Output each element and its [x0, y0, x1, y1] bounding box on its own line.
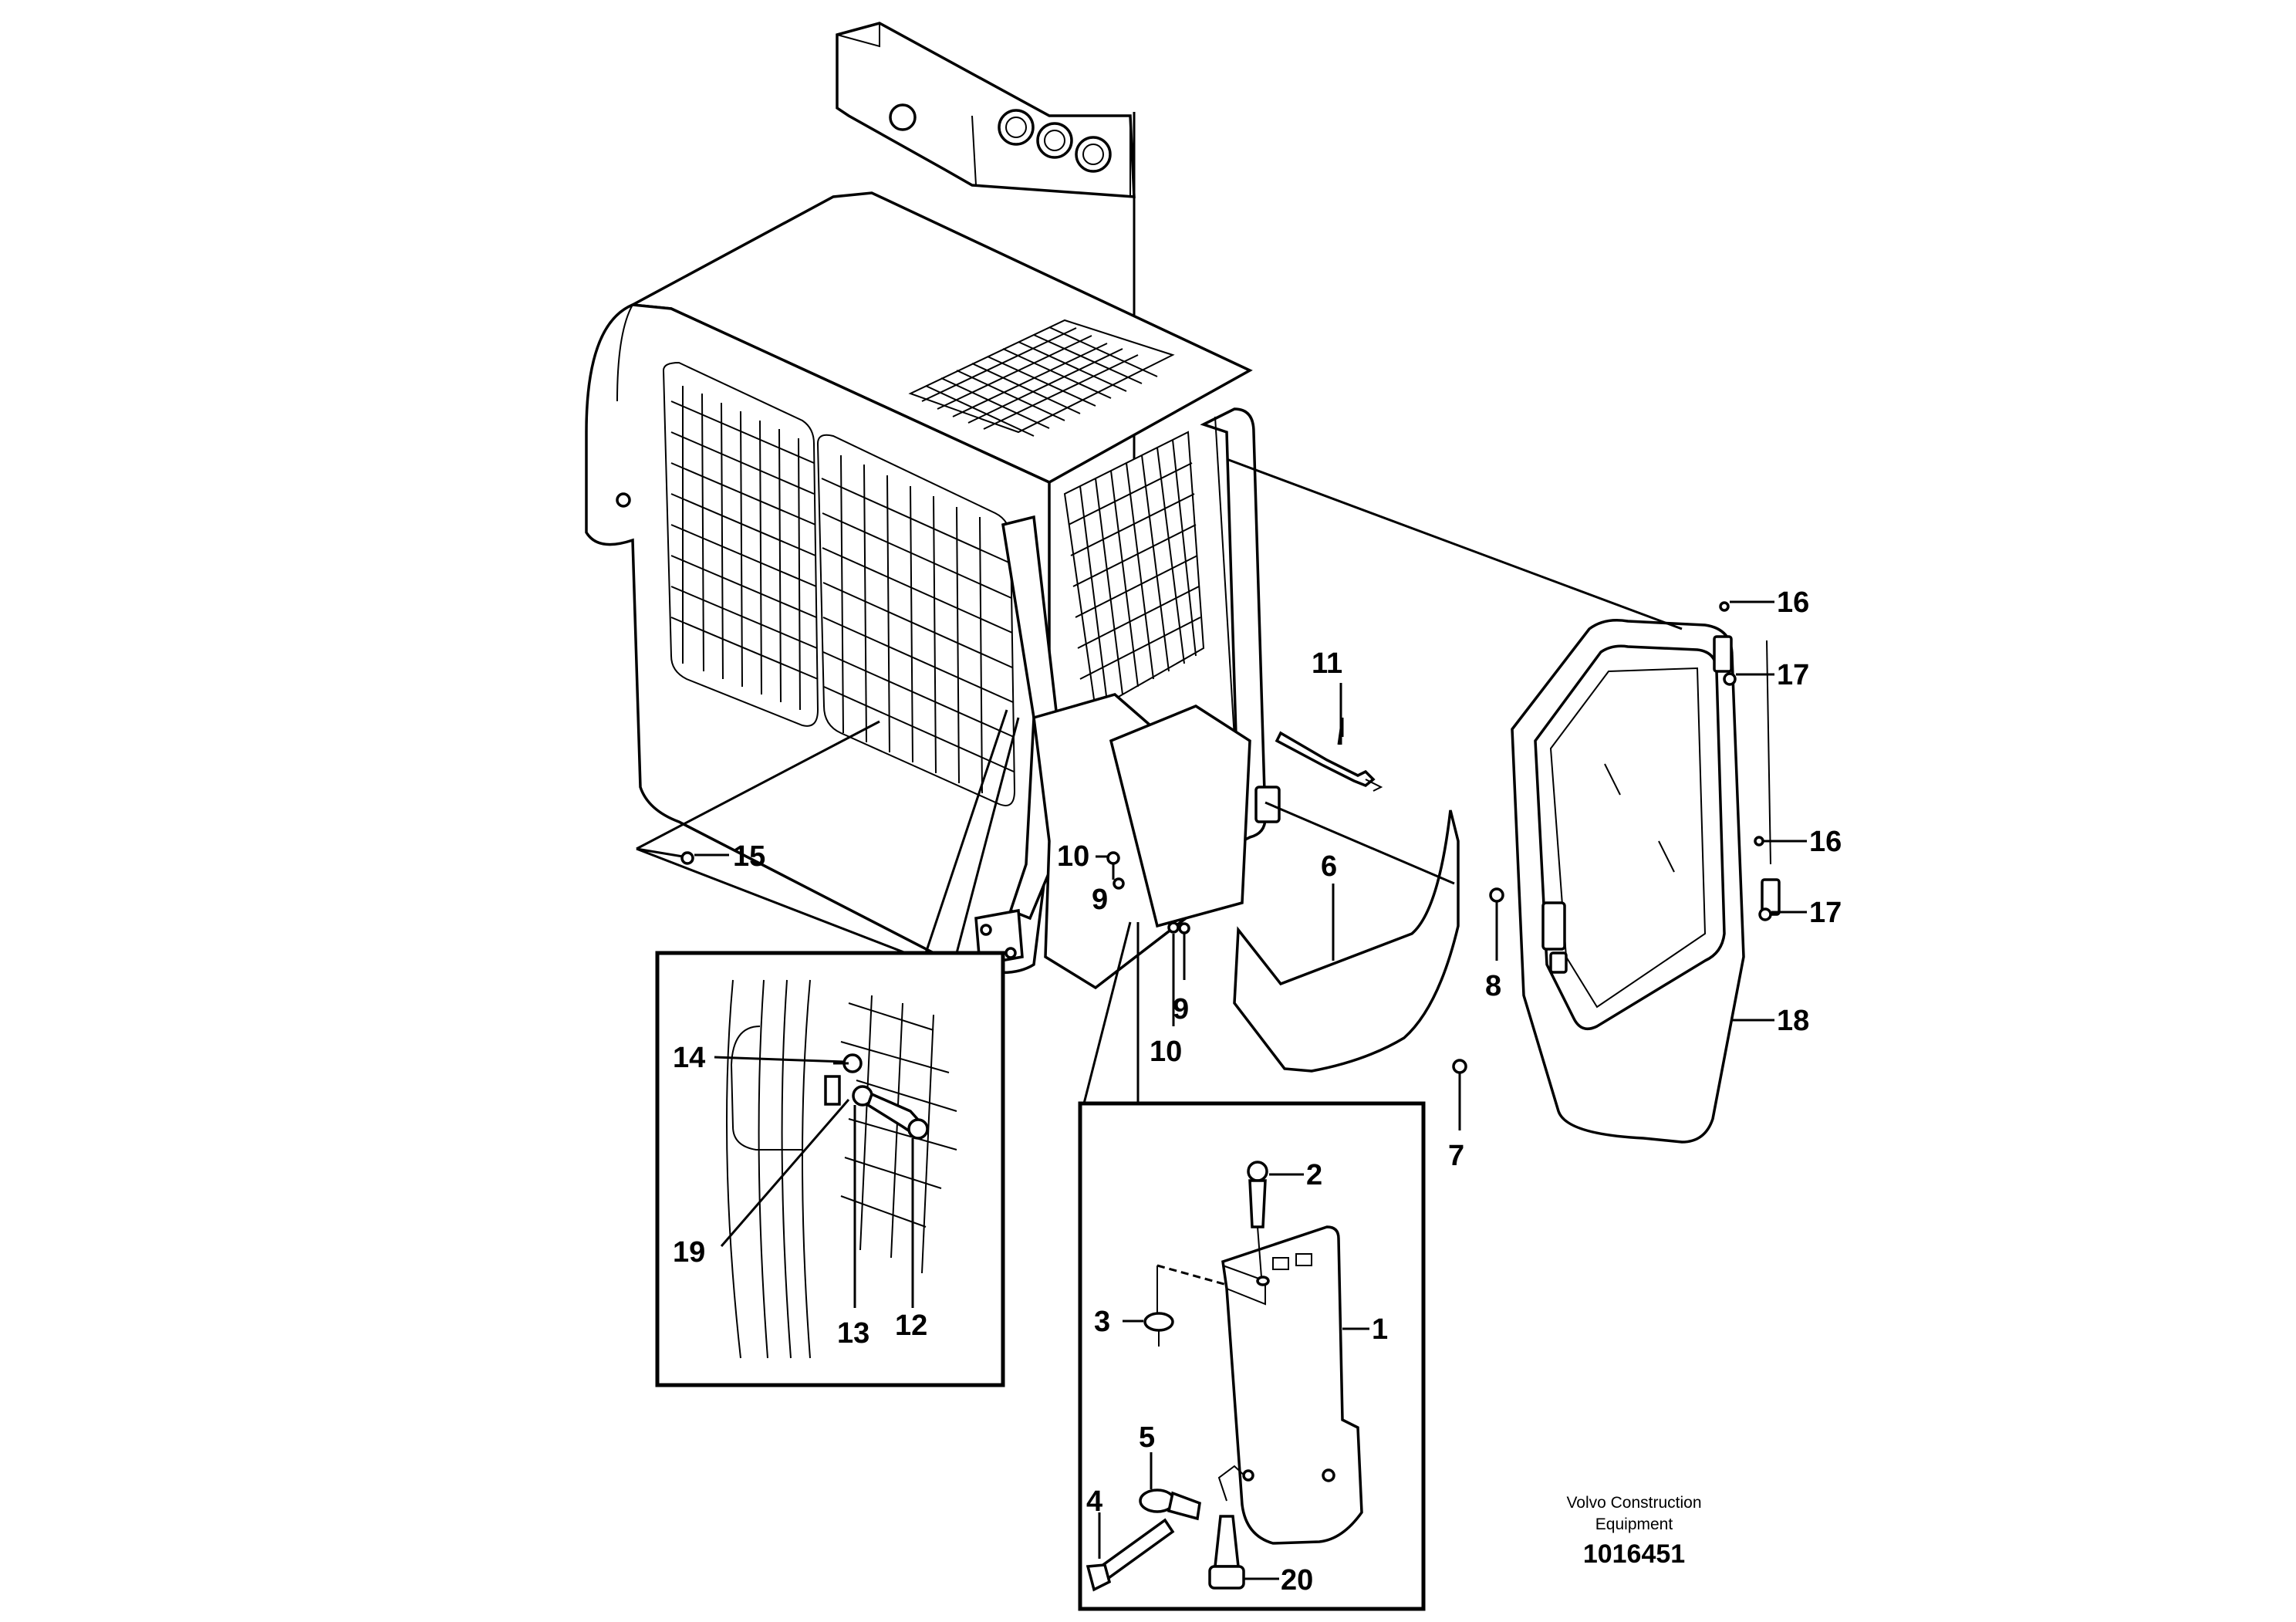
rear-mesh-left: [662, 361, 819, 727]
callout-20: 20: [1281, 1564, 1313, 1597]
callout-17-lower: 17: [1809, 897, 1842, 929]
callouts: 1 2 3 4 5 6 7 8 9 9 10 10 11: [673, 586, 1842, 1597]
callout-5: 5: [1139, 1421, 1155, 1454]
overhead-console: [836, 22, 1136, 198]
cab-body: [585, 191, 1281, 990]
callout-10-upper: 10: [1057, 840, 1089, 873]
callout-16-lower: 16: [1809, 826, 1842, 858]
rear-mesh-right: [816, 434, 1016, 806]
footer-block: Volvo Construction Equipment 1016451: [1566, 1494, 1701, 1569]
callout-11: 11: [1312, 647, 1342, 680]
callout-14: 14: [673, 1042, 705, 1074]
callout-9-lower: 9: [1173, 993, 1189, 1026]
inner-cab-mesh: [1063, 431, 1205, 711]
leader-lines: [636, 458, 1683, 1104]
callout-2: 2: [1306, 1159, 1322, 1191]
callout-9-upper: 9: [1092, 884, 1108, 916]
callout-17-upper: 17: [1777, 659, 1809, 691]
callout-1: 1: [1372, 1313, 1388, 1346]
side-panel: [1233, 809, 1460, 1073]
callout-6: 6: [1321, 850, 1337, 883]
document-number: 1016451: [1583, 1539, 1685, 1569]
callout-10-lower: 10: [1150, 1036, 1182, 1068]
callout-3: 3: [1094, 1306, 1110, 1338]
callout-18: 18: [1777, 1005, 1809, 1037]
cab-door: [1511, 619, 1781, 1144]
brand-line-2: Equipment: [1595, 1516, 1673, 1533]
callout-12: 12: [895, 1309, 927, 1342]
roof-vent: [908, 319, 1175, 437]
detail-box-latch: [655, 951, 1005, 1387]
callout-4: 4: [1086, 1485, 1102, 1518]
hardware-bits: [680, 601, 1772, 1074]
callout-7: 7: [1448, 1140, 1464, 1172]
brand-line-1: Volvo Construction: [1566, 1494, 1701, 1512]
callout-16-upper: 16: [1777, 586, 1809, 619]
callout-19: 19: [673, 1236, 705, 1269]
callout-8: 8: [1485, 970, 1501, 1002]
callout-15: 15: [733, 840, 765, 873]
detail-box-cover: [1078, 1101, 1426, 1611]
callout-13: 13: [837, 1317, 869, 1350]
pin-11: [1275, 731, 1383, 792]
